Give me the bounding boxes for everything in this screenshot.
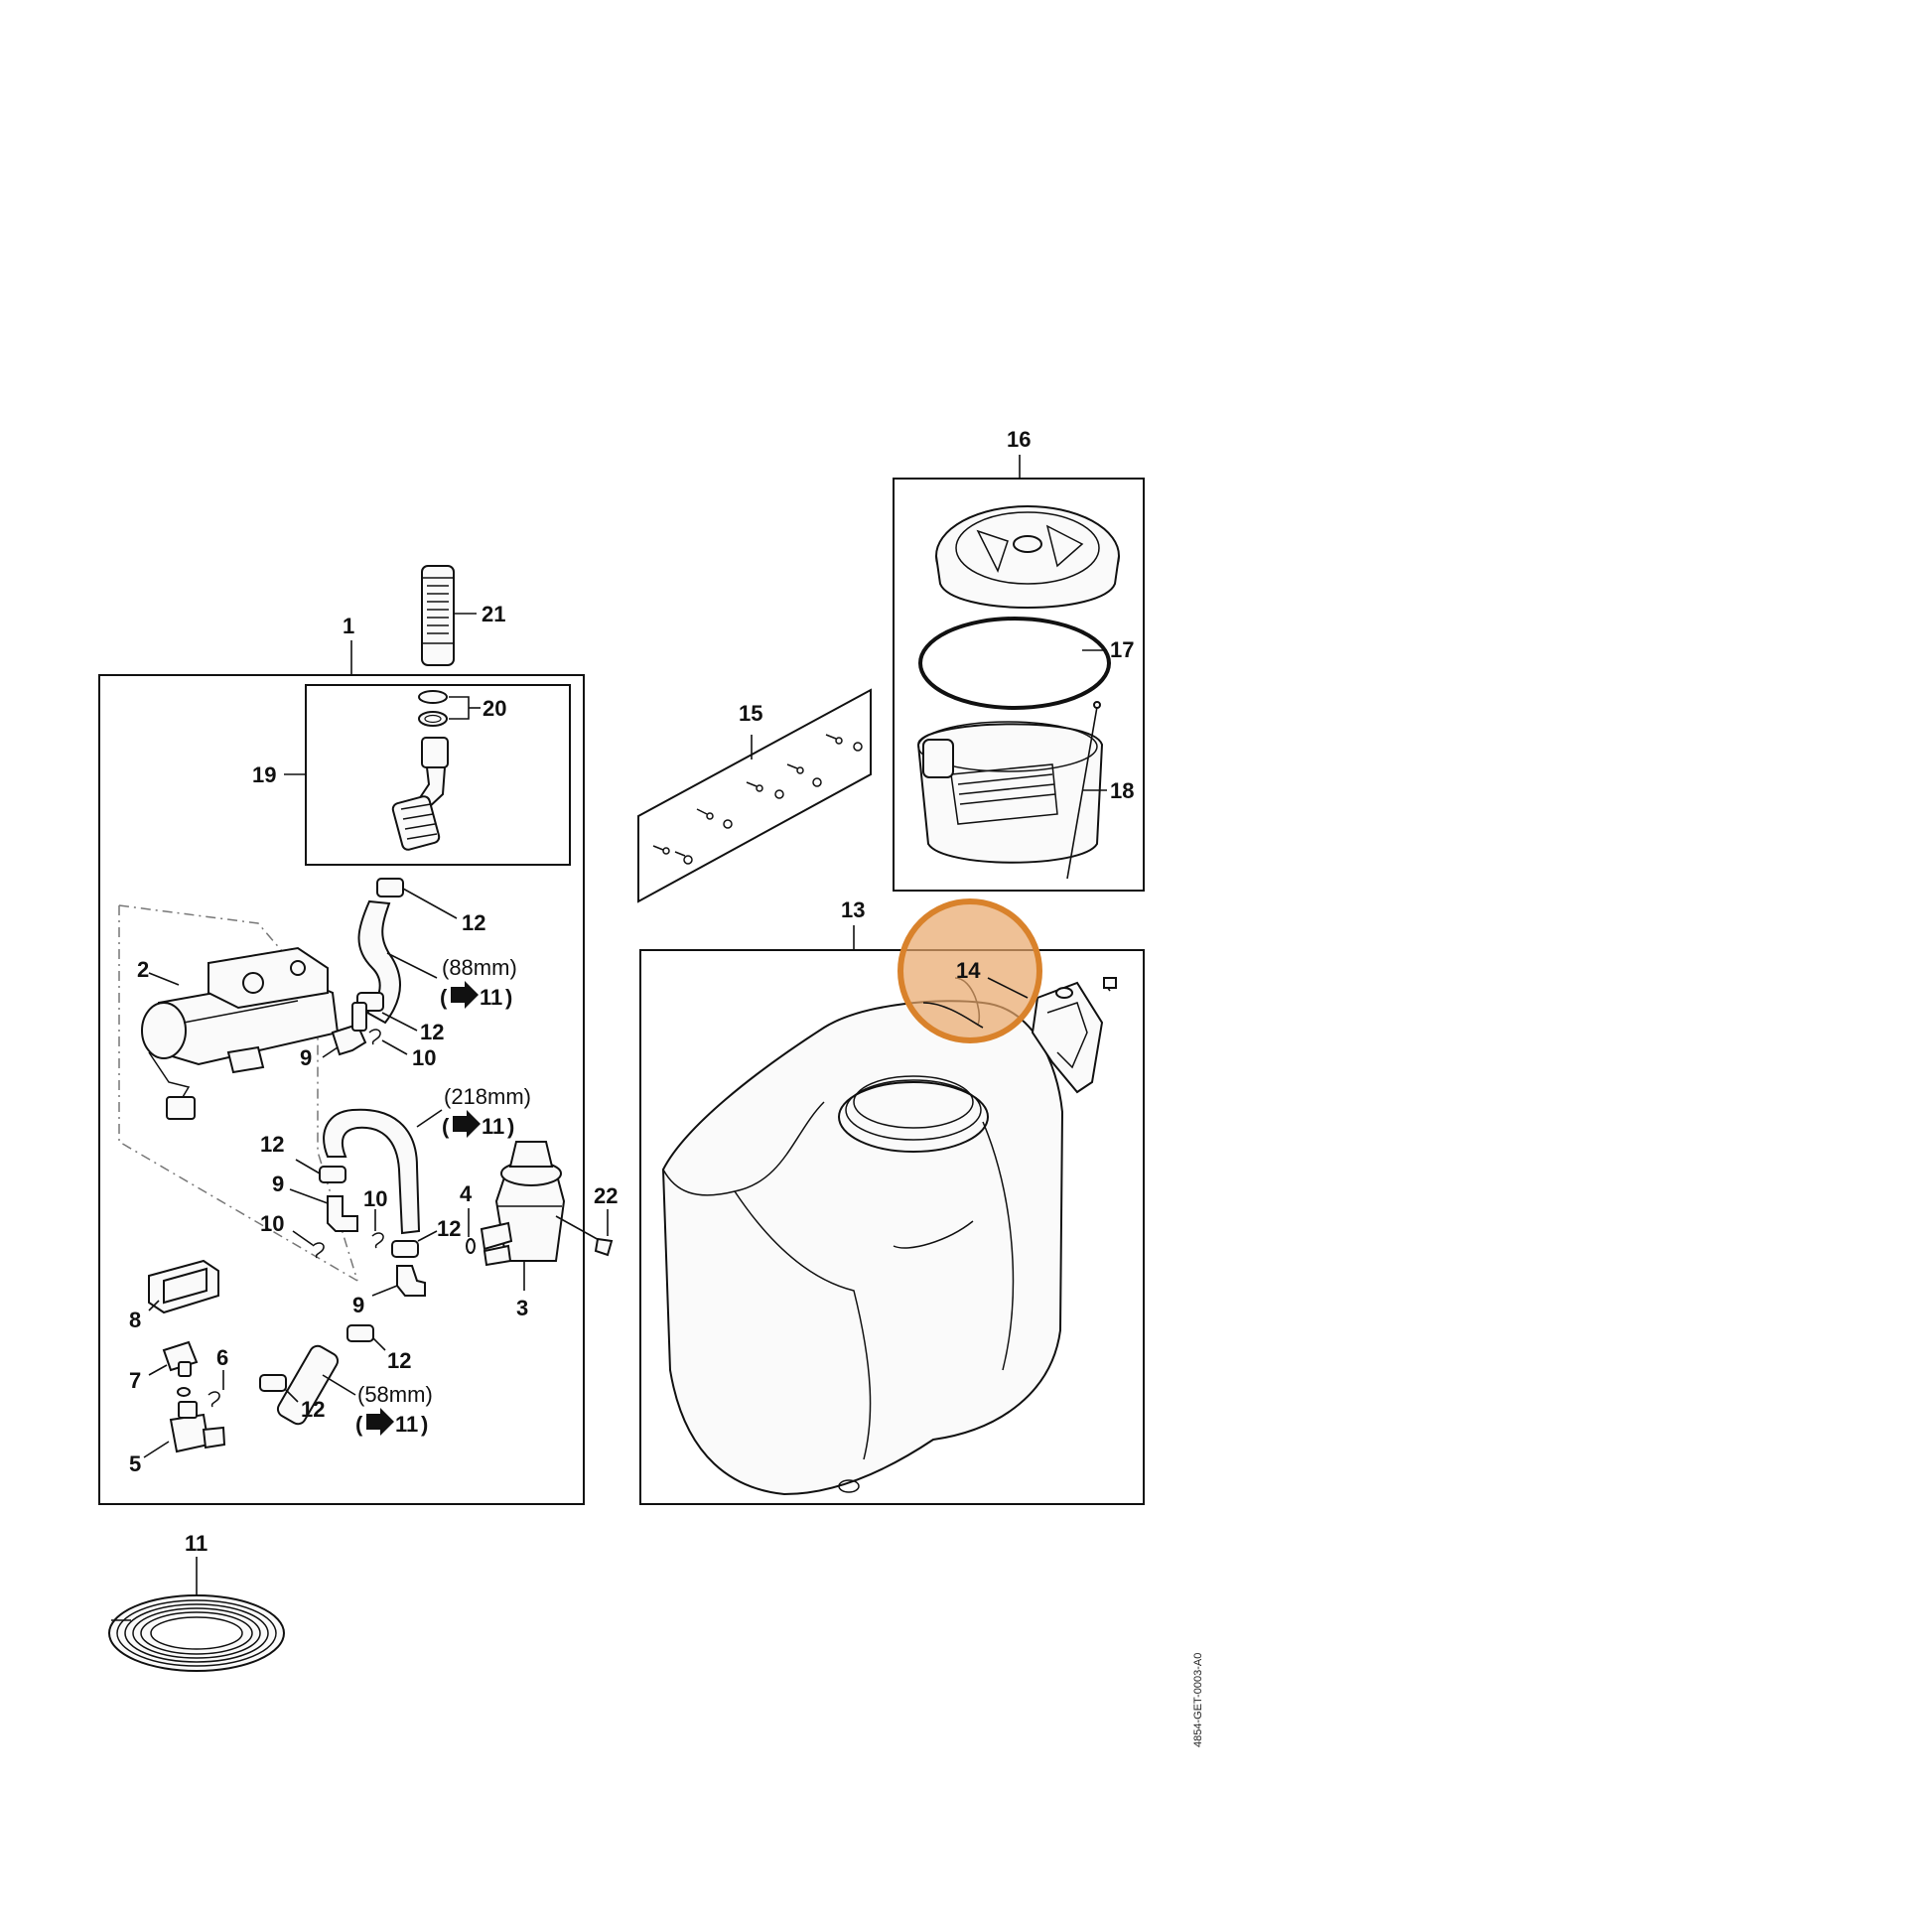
label-9-b[interactable]: 9 [272, 1172, 284, 1196]
assembly-box-13 [639, 949, 1145, 1505]
label-21[interactable]: 21 [482, 602, 505, 626]
tank-lid [935, 505, 1120, 609]
svg-text:(: ( [440, 985, 448, 1010]
label-6[interactable]: 6 [216, 1345, 228, 1370]
ref-arrow-icon [453, 1110, 481, 1138]
label-19[interactable]: 19 [252, 762, 276, 787]
screw-part-22 [555, 1215, 614, 1257]
fitting-part-5 [169, 1401, 226, 1453]
svg-text:): ) [507, 1114, 514, 1139]
screw-kit-part-15 [637, 688, 872, 903]
screw-bracket [1103, 977, 1117, 992]
washer [177, 1387, 191, 1397]
label-22[interactable]: 22 [594, 1183, 618, 1208]
ref-arrow-icon [451, 981, 479, 1009]
elbow-fitting-9c [396, 1265, 426, 1297]
label-14[interactable]: 14 [956, 958, 981, 983]
cap-part-8 [148, 1259, 219, 1314]
valve-head-part-3 [480, 1141, 566, 1267]
label-12-b[interactable]: 12 [420, 1020, 444, 1044]
spray-tank [661, 1000, 1064, 1496]
label-16[interactable]: 16 [1007, 427, 1031, 452]
o-rings-part-20 [418, 690, 448, 727]
assembly-box-16 [893, 478, 1145, 892]
clip-10c [371, 1232, 384, 1249]
nozzle-part-7 [162, 1340, 199, 1377]
label-12-a[interactable]: 12 [462, 910, 485, 935]
label-11[interactable]: 11 [185, 1531, 207, 1556]
suction-connector [391, 737, 449, 851]
hose-88mm [356, 878, 404, 1025]
label-12-d[interactable]: 12 [437, 1216, 461, 1241]
svg-text:): ) [421, 1412, 428, 1437]
label-13[interactable]: 13 [841, 897, 865, 922]
svg-text:(: ( [442, 1114, 450, 1139]
label-9-a[interactable]: 9 [300, 1045, 312, 1070]
label-12-f[interactable]: 12 [301, 1397, 325, 1422]
assembly-box-1 [98, 674, 585, 1505]
ref-11-a[interactable]: 11 [480, 985, 502, 1010]
note-218mm: (218mm) [444, 1084, 531, 1109]
label-3[interactable]: 3 [516, 1296, 528, 1320]
label-9-c[interactable]: 9 [352, 1293, 364, 1317]
svg-text:): ) [505, 985, 512, 1010]
label-8[interactable]: 8 [129, 1308, 141, 1332]
svg-text:(: ( [355, 1412, 363, 1437]
pump-motor-part-2 [141, 946, 340, 1120]
label-18[interactable]: 18 [1110, 778, 1134, 803]
label-2[interactable]: 2 [137, 957, 149, 982]
label-5[interactable]: 5 [129, 1451, 141, 1476]
clip-10b [312, 1242, 325, 1259]
label-7[interactable]: 7 [129, 1368, 141, 1393]
label-10-b[interactable]: 10 [260, 1211, 284, 1236]
strainer-basket [916, 721, 1104, 864]
label-20[interactable]: 20 [483, 696, 506, 721]
clip-10a [368, 1029, 381, 1045]
ref-arrow-icon [366, 1408, 394, 1436]
note-58mm: (58mm) [357, 1382, 433, 1407]
elbow-fitting-9b [327, 1195, 358, 1232]
label-1[interactable]: 1 [343, 614, 354, 638]
hose-58mm [259, 1324, 374, 1426]
clamp-12c [319, 1166, 346, 1183]
ref-11-b[interactable]: 11 [482, 1114, 504, 1139]
drawing-code: 4854-GET-0003-A0 [1192, 1653, 1204, 1747]
label-10-a[interactable]: 10 [412, 1045, 436, 1070]
elbow-fitting-9a [331, 1002, 367, 1056]
label-4[interactable]: 4 [460, 1181, 473, 1206]
label-10-c[interactable]: 10 [363, 1186, 387, 1211]
highlight-marker-14[interactable] [897, 898, 1042, 1043]
filter-tube-part-21 [421, 565, 455, 666]
ref-11-c[interactable]: 11 [395, 1412, 418, 1437]
clip-part-6 [207, 1391, 220, 1408]
hose-218mm [323, 1108, 421, 1235]
coiled-hose-part-11 [108, 1594, 285, 1672]
clamp-12d [391, 1240, 419, 1258]
pump-assembly-outline [118, 904, 358, 1282]
bracket-part-14 [1031, 981, 1104, 1094]
o-ring-part-4 [466, 1238, 476, 1254]
label-12-c[interactable]: 12 [260, 1132, 284, 1157]
label-17[interactable]: 17 [1110, 637, 1134, 662]
label-12-e[interactable]: 12 [387, 1348, 411, 1373]
label-15[interactable]: 15 [739, 701, 762, 726]
dipstick-part-18 [1066, 701, 1101, 880]
note-88mm: (88mm) [442, 955, 517, 980]
lid-seal-ring [918, 617, 1111, 710]
